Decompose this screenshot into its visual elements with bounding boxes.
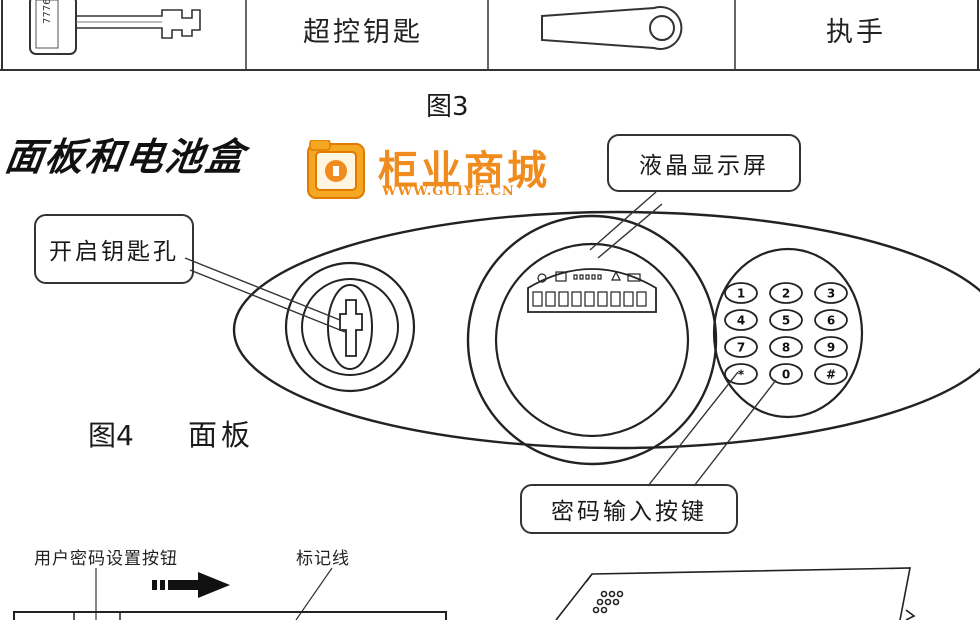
keypad-key-0[interactable]: 0	[769, 363, 803, 385]
keypad-key-8[interactable]: 8	[769, 336, 803, 358]
keypad-callout: 密码输入按键	[520, 484, 738, 534]
keypad-key-label: 9	[827, 341, 835, 355]
figure3-caption: 图3	[426, 92, 469, 122]
keypad-key-label: 4	[737, 314, 745, 328]
handle-icon	[541, 6, 683, 50]
keypad-callout-label: 密码输入按键	[551, 499, 707, 525]
keyhole-callout: 开启钥匙孔	[34, 214, 194, 284]
lcd-window	[527, 268, 657, 313]
keypad-key-2[interactable]: 2	[769, 282, 803, 304]
override-key-label: 超控钥匙	[303, 17, 423, 48]
lcd-callout-label: 液晶显示屏	[639, 153, 769, 179]
keypad-key-label: *	[738, 368, 745, 382]
figure4-title: 面板	[188, 418, 255, 452]
keypad-key-star[interactable]: *	[724, 363, 758, 385]
keypad-key-label: 8	[782, 341, 790, 355]
battery-box-diagram	[13, 567, 916, 620]
keypad-key-label: 7	[737, 341, 745, 355]
keypad-key-label: 5	[782, 314, 790, 328]
lock-body-perspective	[555, 567, 916, 620]
keypad-key-label: 1	[737, 287, 745, 301]
keypad-key-5[interactable]: 5	[769, 309, 803, 331]
lcd-digit-segments	[532, 291, 647, 307]
key-table: 777666 超控钥匙 执手	[0, 0, 980, 72]
lcd-callout: 液晶显示屏	[607, 134, 801, 192]
display-inner-ring	[494, 242, 690, 438]
keypad-key-label: 2	[782, 287, 790, 301]
brand-name: 柜业商城	[378, 148, 550, 194]
keypad-key-hash[interactable]: #	[814, 363, 848, 385]
mark-line-label: 标记线	[296, 549, 350, 569]
figure4-caption: 图4	[88, 419, 134, 452]
keypad-key-9[interactable]: 9	[814, 336, 848, 358]
keyhole-callout-label: 开启钥匙孔	[49, 239, 179, 265]
keyhole-inner-ring	[301, 278, 399, 376]
keypad-key-7[interactable]: 7	[724, 336, 758, 358]
brand-logo-icon	[307, 140, 365, 199]
keypad-key-label: 6	[827, 314, 835, 328]
keyhole-outer-ring	[284, 261, 416, 393]
panel-outline	[232, 210, 980, 450]
handle-label: 执手	[826, 17, 886, 48]
user-code-button-label: 用户密码设置按钮	[34, 549, 178, 569]
override-key-icon	[29, 0, 201, 55]
lcd-status-icons	[537, 270, 641, 283]
keypad-key-6[interactable]: 6	[814, 309, 848, 331]
battery-box-edge	[13, 611, 447, 620]
display-outer-ring	[466, 214, 718, 466]
direction-arrow-icon	[152, 572, 230, 598]
keypad-key-3[interactable]: 3	[814, 282, 848, 304]
keypad-key-4[interactable]: 4	[724, 309, 758, 331]
keypad-key-1[interactable]: 1	[724, 282, 758, 304]
brand-url: WWW.GUIYE.CN	[382, 184, 515, 199]
keypad-key-label: #	[826, 368, 836, 382]
keypad-key-label: 3	[827, 287, 835, 301]
brand-logo: 柜业商城 WWW.GUIYE.CN	[306, 138, 566, 208]
key-table-grid	[0, 0, 980, 71]
keypad-outline	[712, 247, 864, 419]
keypad-keys: 1 2 3 4 5 6 7 8 9 * 0 #	[724, 282, 848, 385]
keyhole-cylinder	[327, 284, 373, 370]
keypad-key-label: 0	[782, 368, 790, 382]
leader-lines	[184, 191, 777, 487]
keyhole-slot-icon	[339, 299, 363, 357]
